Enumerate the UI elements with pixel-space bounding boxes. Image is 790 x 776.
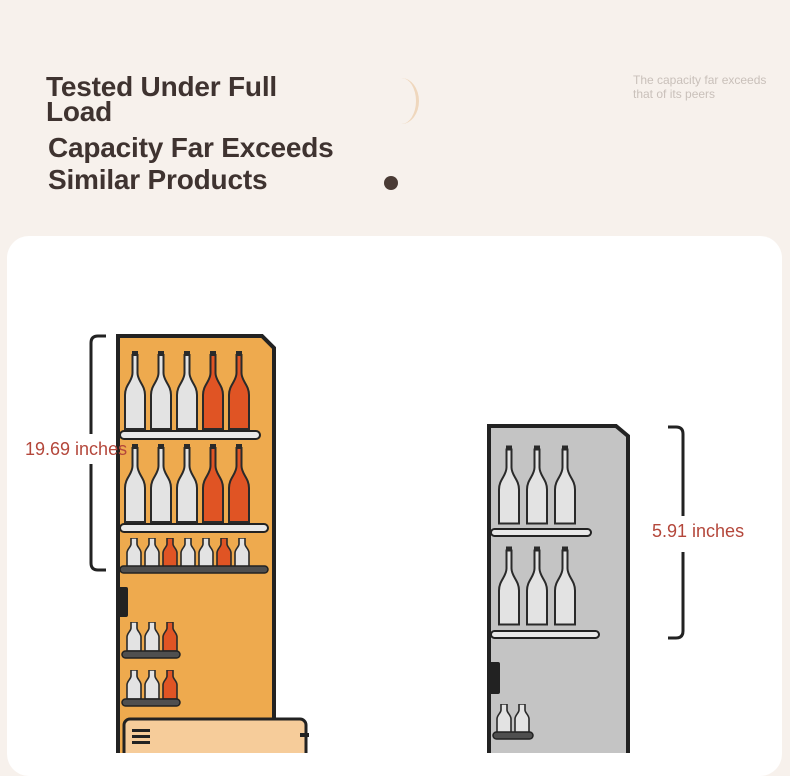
cabinet-handle-small xyxy=(489,662,500,694)
small-cabinet xyxy=(487,424,630,753)
left-bracket-bottom xyxy=(89,464,106,572)
decorative-dot xyxy=(384,176,398,190)
headline-line-2: Capacity Far Exceeds Similar Products xyxy=(48,132,334,195)
right-bracket-bottom xyxy=(668,552,685,640)
large-cabinet xyxy=(116,334,309,753)
left-bracket-top xyxy=(89,334,106,434)
cabinet-drawer xyxy=(122,717,308,753)
cabinet-handle xyxy=(117,587,128,617)
side-note: The capacity far exceeds that of its pee… xyxy=(633,73,767,101)
small-cabinet-height-label: 5.91 inches xyxy=(652,521,745,541)
cabinet-comparison-illustration xyxy=(89,334,685,753)
large-cabinet-height-label: 19.69 inches xyxy=(25,439,128,459)
headline-line-1: Tested Under Full Load xyxy=(46,71,277,127)
header-section: Tested Under Full Load Capacity Far Exce… xyxy=(0,0,790,235)
decorative-arc xyxy=(384,78,419,124)
right-bracket-top xyxy=(668,425,685,516)
